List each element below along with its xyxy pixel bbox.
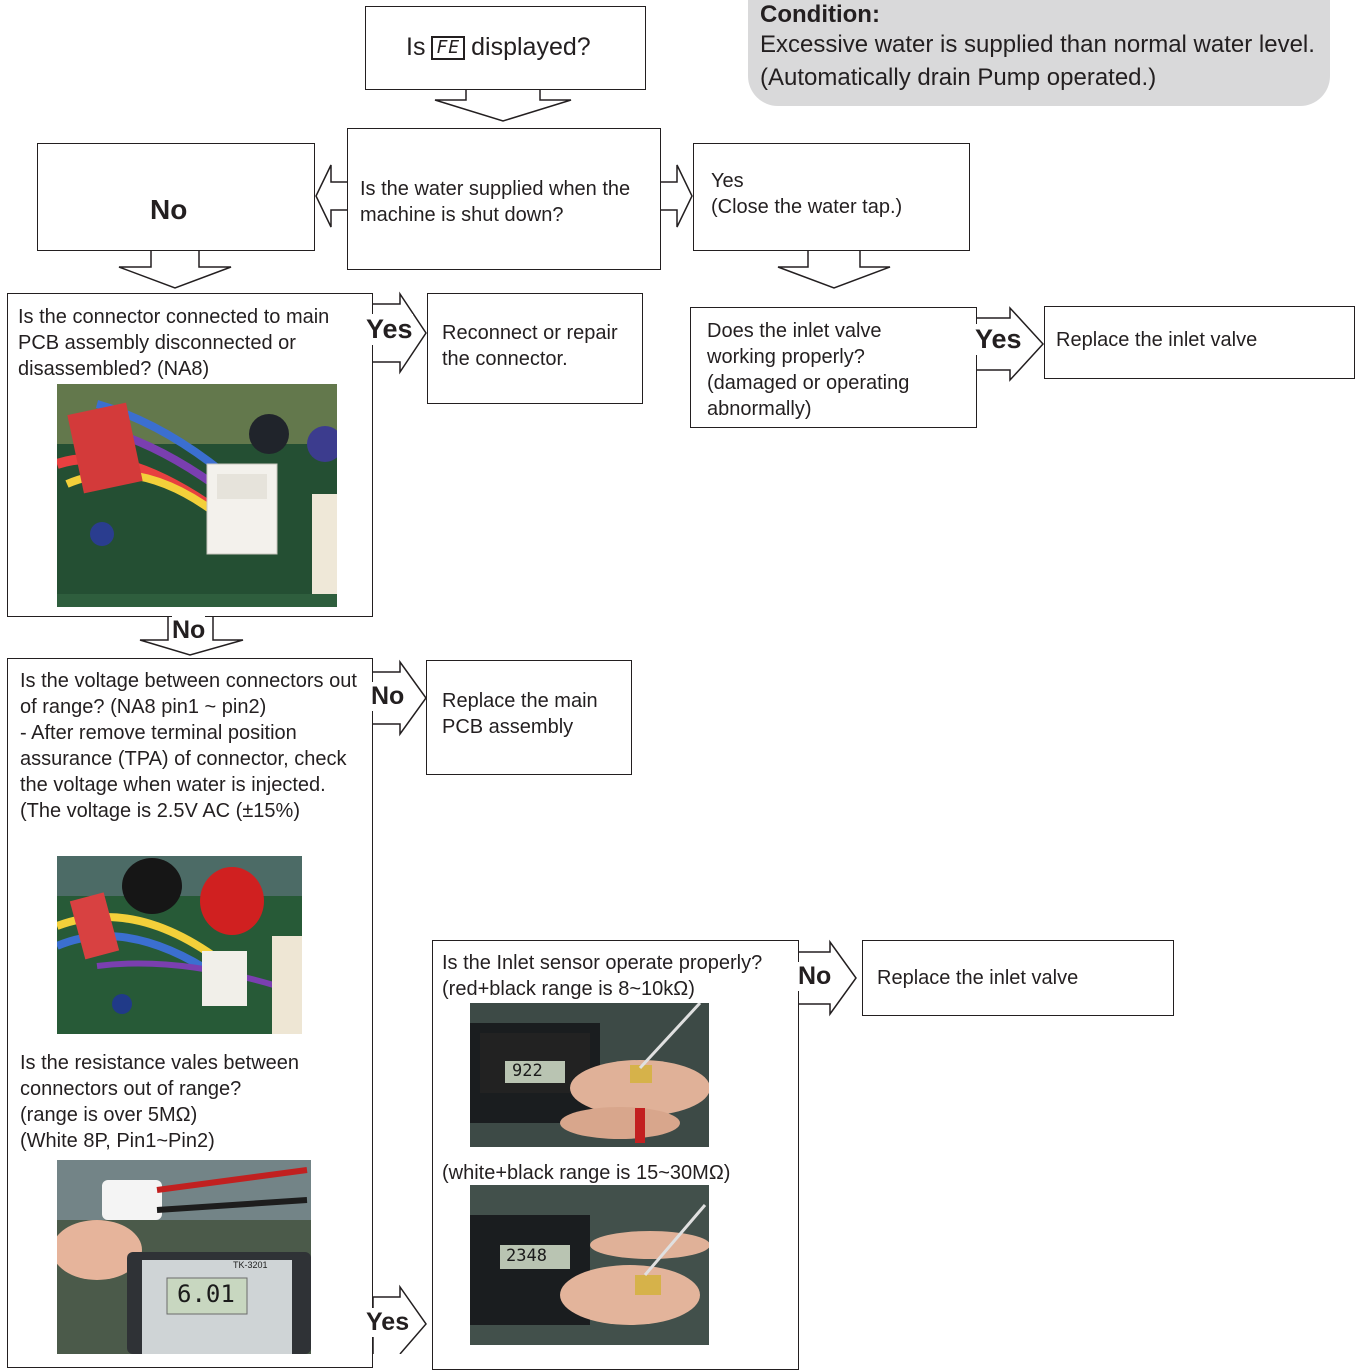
arrow-start-down [434,90,572,122]
label-yes-connector: Yes [366,314,413,345]
meter-2-reading: 2348 [506,1246,547,1266]
condition-panel: Condition: Excessive water is supplied t… [748,0,1330,106]
meter-1-reading: 922 [512,1061,543,1081]
replace-pcb-text: Replace the main PCB assembly [442,690,598,738]
no-branch-label: No [150,194,188,225]
resistance-question: Is the resistance vales between connecto… [20,1052,300,1152]
inlet-sensor-question: Is the Inlet sensor operate properly? (r… [442,952,763,1000]
label-no-connector: No [172,616,206,645]
meter-3-brand: TK-3201 [233,1260,268,1270]
connector-question: Is the connector connected to main PCB a… [18,306,330,380]
yes-close-tap-text: Yes (Close the water tap.) [711,170,903,218]
replace-inlet-valve-box-2 [862,940,1174,1016]
yes-close-tap-box [693,143,970,251]
meter-3-reading: 6.01 [177,1280,235,1308]
voltage-probe-photo [57,856,302,1034]
inlet-valve-question: Does the inlet valve working properly? (… [707,320,910,420]
arrow-right-yes [661,164,693,228]
inlet-sensor-photo-1: 922 [470,1003,709,1147]
voltage-question: Is the voltage between connectors out of… [20,670,357,822]
resistance-meter-photo: TK-3201 6.01 [57,1160,311,1354]
question-water-shutdown: Is the water supplied when the machine i… [360,178,631,226]
arrow-left-no [315,164,347,228]
fe-error-code: FE [431,36,466,61]
label-yes-resistance: Yes [366,1308,410,1337]
inlet-sensor-photo-2: 2348 [470,1185,709,1345]
label-no-voltage: No [371,682,405,711]
no-branch-box [37,143,315,251]
reconnect-box [427,293,643,404]
question-water-shutdown-box [347,128,661,270]
inlet-valve-question-box [690,307,977,428]
pcb-connector-photo [57,384,337,607]
start-suffix: displayed? [471,33,591,61]
inlet-sensor-question-2: (white+black range is 15~30MΩ) [442,1162,731,1184]
label-yes-inlet-valve: Yes [975,324,1022,355]
replace-inlet-valve-text-1: Replace the inlet valve [1056,329,1258,351]
condition-title: Condition: [760,1,880,28]
arrow-close-tap-down [777,251,891,289]
replace-inlet-valve-text-2: Replace the inlet valve [877,967,1079,989]
condition-text: Excessive water is supplied than normal … [760,31,1315,91]
replace-inlet-valve-box-1 [1044,306,1355,379]
reconnect-text: Reconnect or repair the connector. [442,322,618,370]
arrow-no-down [118,251,232,289]
label-no-inlet-sensor: No [798,962,832,991]
replace-pcb-box [426,660,632,775]
start-prefix: Is [406,33,426,61]
